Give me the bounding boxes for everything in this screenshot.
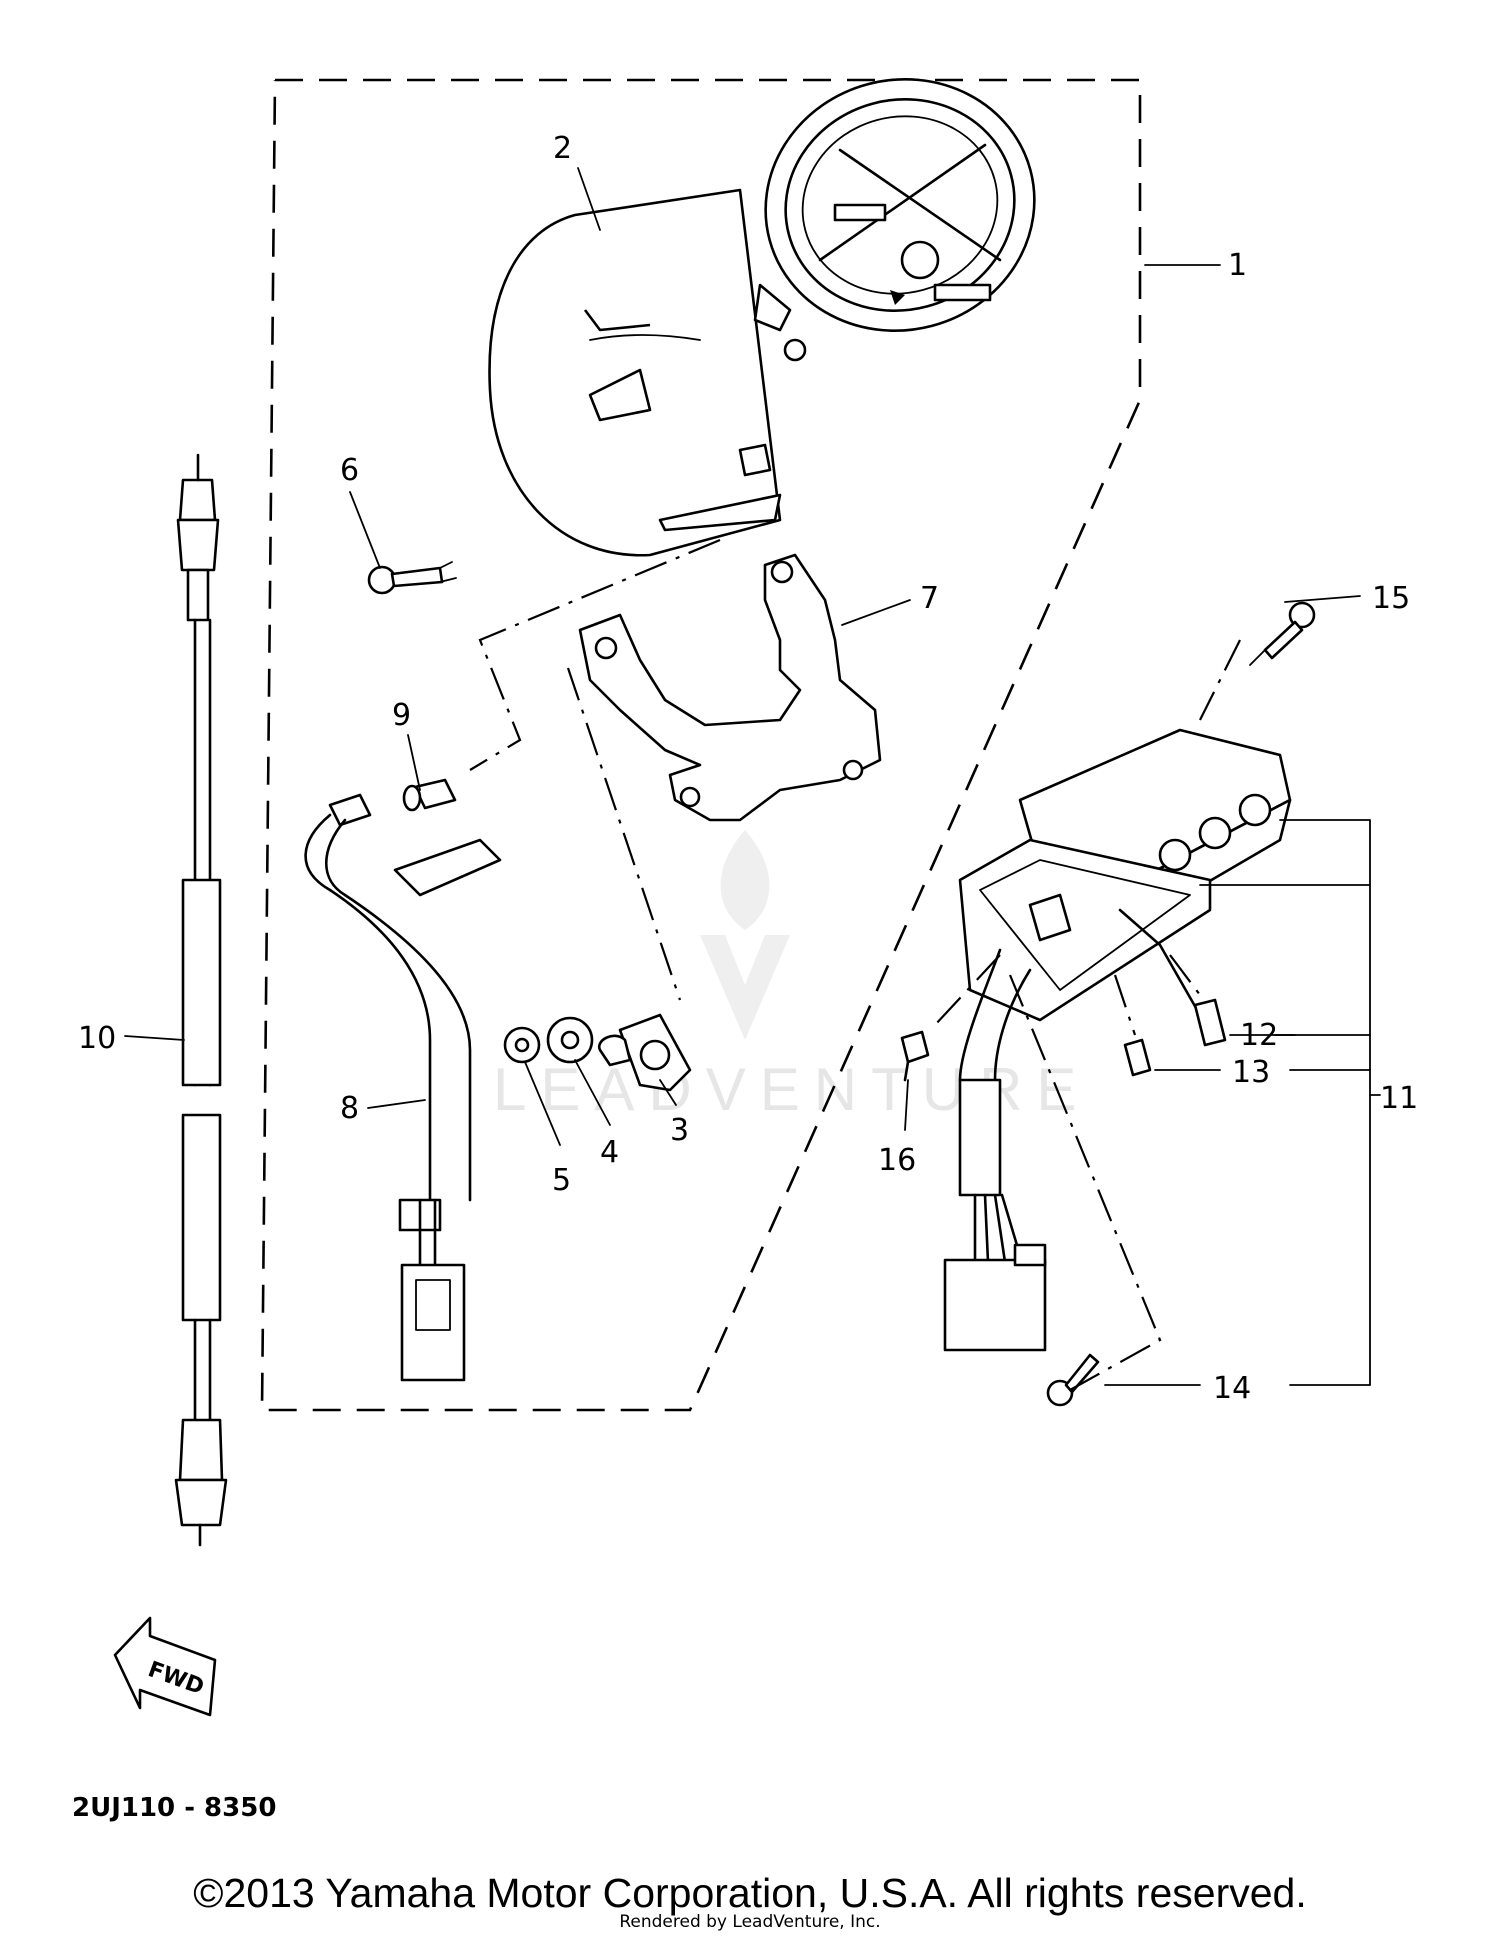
- nut: [503, 1026, 541, 1064]
- speedometer-cable: [174, 453, 228, 1547]
- callout-12: 12: [1240, 1018, 1278, 1053]
- callout-1: 1: [1228, 248, 1247, 283]
- bulb-13: [1123, 1038, 1152, 1077]
- bracket: [578, 553, 882, 822]
- lead-wire: [304, 793, 502, 1382]
- callout-6: 6: [340, 453, 359, 488]
- bulb-12: [1193, 998, 1227, 1047]
- bulb: [402, 778, 457, 812]
- leader-lines: [124, 167, 1381, 1386]
- indicator-assembly: [943, 728, 1292, 1352]
- alignment-line: [566, 667, 682, 1001]
- assembly-boundary: [260, 78, 1142, 1412]
- alignment-line: [934, 954, 1001, 1026]
- rendered-by-notice: Rendered by LeadVenture, Inc.: [619, 1912, 881, 1932]
- alignment-line: [1113, 974, 1137, 1036]
- callout-15: 15: [1372, 581, 1410, 616]
- callout-4: 4: [600, 1135, 619, 1170]
- callout-7: 7: [920, 581, 939, 616]
- screw: [367, 561, 457, 595]
- callout-3: 3: [670, 1113, 689, 1148]
- callout-13: 13: [1232, 1055, 1270, 1090]
- callout-8: 8: [340, 1091, 359, 1126]
- diagram-code: 2UJ110 - 8350: [72, 1793, 276, 1823]
- callout-11: 11: [1380, 1081, 1418, 1116]
- washer: [546, 1016, 594, 1064]
- callout-10: 10: [78, 1021, 116, 1056]
- meter-assembly: [488, 78, 1036, 557]
- callout-9: 9: [392, 698, 411, 733]
- fwd-arrow-icon: FWD: [113, 1616, 217, 1717]
- alignment-line: [1169, 954, 1201, 996]
- callout-16: 16: [878, 1143, 916, 1178]
- callout-5: 5: [552, 1163, 571, 1198]
- screw-15: [1249, 601, 1316, 666]
- alignment-line: [469, 538, 721, 771]
- copyright-notice: ©2013 Yamaha Motor Corporation, U.S.A. A…: [193, 1870, 1307, 1916]
- alignment-line: [1008, 974, 1162, 1391]
- screw-14: [1046, 1353, 1100, 1407]
- callout-2: 2: [553, 131, 572, 166]
- damper: [597, 1013, 692, 1092]
- callout-14: 14: [1213, 1371, 1251, 1406]
- alignment-line: [1199, 639, 1241, 721]
- bulb-socket: [900, 1030, 930, 1082]
